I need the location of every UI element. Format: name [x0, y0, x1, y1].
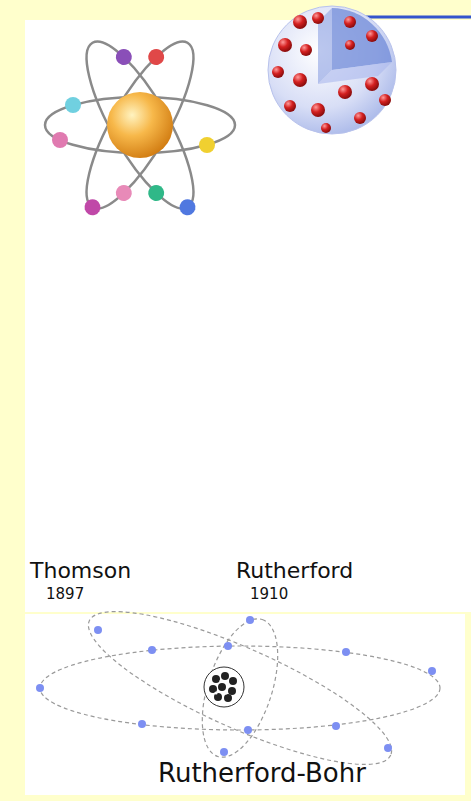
orbit	[73, 584, 407, 791]
electron	[321, 123, 331, 133]
cutaway	[332, 8, 392, 70]
electron	[344, 16, 356, 28]
electron	[338, 85, 352, 99]
sphere	[268, 6, 396, 134]
electron	[300, 44, 312, 56]
bottom-panel	[25, 614, 465, 795]
model-name: Rutherford-Bohr	[158, 759, 366, 789]
electron	[244, 726, 252, 734]
electron	[342, 648, 350, 656]
electron	[284, 100, 296, 112]
electron	[113, 182, 135, 204]
model-name: Rutherford	[236, 558, 353, 583]
top-panel	[25, 20, 471, 612]
model-name: Thomson	[30, 558, 131, 583]
electron	[365, 77, 379, 91]
year-label: 1910	[250, 586, 288, 603]
electron	[246, 616, 254, 624]
electron	[52, 132, 68, 148]
electron	[293, 73, 307, 87]
electron	[65, 97, 81, 113]
plum-pudding-atom	[268, 6, 396, 134]
electron	[94, 626, 102, 634]
planetary-atom	[45, 27, 235, 228]
electron	[354, 112, 366, 124]
electron	[379, 94, 391, 106]
panel-rule	[360, 16, 471, 19]
electron	[366, 30, 378, 42]
electron	[148, 646, 156, 654]
electron	[220, 748, 228, 756]
orbit	[187, 610, 292, 767]
electron	[332, 722, 340, 730]
electron	[224, 642, 232, 650]
electron	[82, 196, 104, 218]
electron	[145, 182, 167, 204]
electron	[428, 667, 436, 675]
electron	[278, 38, 292, 52]
electron	[293, 15, 307, 29]
electron	[145, 46, 167, 68]
electron	[199, 137, 215, 153]
electron	[138, 720, 146, 728]
electron	[272, 66, 284, 78]
electron	[312, 12, 324, 24]
electron	[384, 744, 392, 752]
electron	[36, 684, 44, 692]
electron	[177, 196, 199, 218]
year-label: 1897	[46, 586, 84, 603]
electron	[345, 40, 355, 50]
cutaway-face	[318, 62, 392, 84]
electron	[311, 103, 325, 117]
electron	[113, 46, 135, 68]
nucleus	[204, 667, 244, 707]
orbit	[68, 29, 211, 222]
bohr-atom	[36, 584, 440, 791]
electron-shine	[102, 27, 118, 43]
orbit	[68, 29, 211, 222]
orbit	[40, 646, 440, 730]
nucleus	[107, 92, 173, 158]
